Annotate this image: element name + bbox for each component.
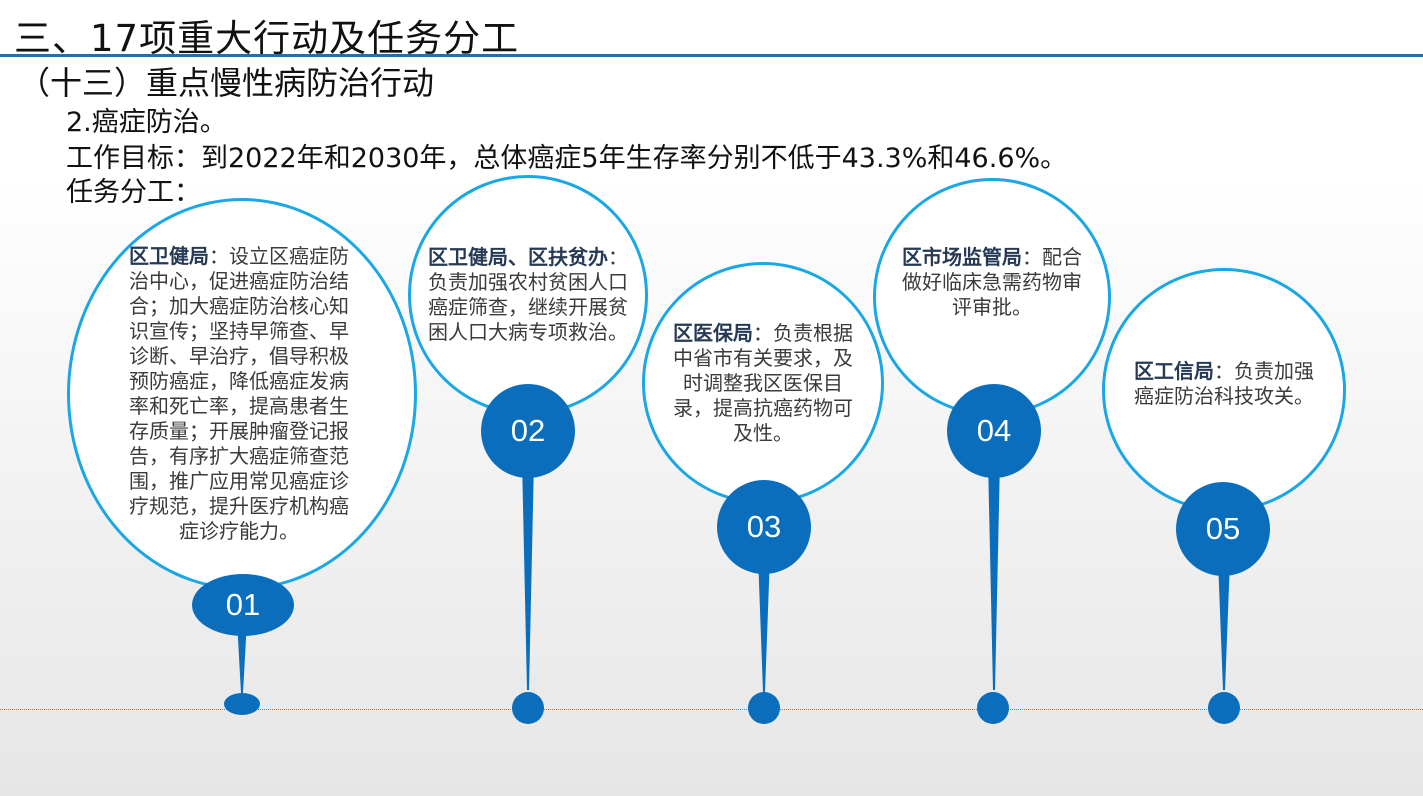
slide-title: 三、17项重大行动及任务分工 (14, 17, 520, 60)
task-division-label: 任务分工： (66, 177, 201, 208)
timeline-dot-03 (748, 692, 780, 724)
task-duty: ：负责加强农村贫困人口癌症筛查，继续开展贫困人口大病专项救治。 (428, 245, 628, 344)
task-bubble-04: 区市场监管局：配合做好临床急需药物审评审批。 (873, 178, 1111, 416)
task-duty: ：负责加强癌症防治科技攻关。 (1134, 359, 1314, 408)
timeline-dotted-line (0, 709, 1423, 710)
pin-stem-03 (758, 555, 770, 692)
work-goal: 工作目标：到2022年和2030年，总体癌症5年生存率分别不低于43.3%和46… (66, 143, 1068, 174)
task-number-badge-03: 03 (717, 480, 811, 574)
timeline-dot-02 (512, 692, 544, 724)
task-text-05: 区工信局：负责加强癌症防治科技攻关。 (1129, 359, 1319, 409)
task-bubble-02: 区卫健局、区扶贫办：负责加强农村贫困人口癌症筛查，继续开展贫困人口大病专项救治。 (408, 175, 648, 415)
pin-stem-04 (988, 460, 1000, 690)
task-agency: 区医保局 (673, 320, 753, 345)
task-duty: ：负责根据中省市有关要求，及时调整我区医保目录，提高抗癌药物可及性。 (673, 320, 853, 445)
section-subtitle: （十三）重点慢性病防治行动 (18, 64, 435, 102)
task-number-badge-05: 05 (1176, 482, 1270, 576)
task-text-03: 区医保局：负责根据中省市有关要求，及时调整我区医保目录，提高抗癌药物可及性。 (667, 321, 859, 446)
pin-stem-02 (522, 460, 534, 690)
task-duty: ：配合做好临床急需药物审评审批。 (902, 244, 1082, 319)
task-bubble-03: 区医保局：负责根据中省市有关要求，及时调整我区医保目录，提高抗癌药物可及性。 (642, 262, 884, 504)
timeline-dot-01 (224, 693, 260, 715)
task-number-badge-04: 04 (947, 384, 1041, 478)
task-text-01: 区卫健局：设立区癌症防治中心，促进癌症防治结合；加大癌症防治核心知识宣传；坚持早… (126, 244, 352, 544)
task-agency: 区工信局 (1134, 359, 1214, 383)
task-agency: 区市场监管局 (902, 244, 1022, 269)
topic-heading: 2.癌症防治。 (66, 107, 227, 138)
pin-stem-01 (237, 620, 247, 693)
pin-stem-05 (1218, 560, 1230, 690)
task-number-badge-02: 02 (481, 384, 575, 478)
task-agency: 区卫健局、区扶贫办 (428, 245, 608, 269)
task-number-badge-01: 01 (192, 574, 294, 636)
timeline-dot-05 (1208, 692, 1240, 724)
task-duty: ：设立区癌症防治中心，促进癌症防治结合；加大癌症防治核心知识宣传；坚持早筛查、早… (129, 244, 349, 543)
task-agency: 区卫健局 (129, 244, 209, 268)
task-text-04: 区市场监管局：配合做好临床急需药物审评审批。 (900, 245, 1084, 320)
task-bubble-01: 区卫健局：设立区癌症防治中心，促进癌症防治结合；加大癌症防治核心知识宣传；坚持早… (67, 198, 417, 590)
task-bubble-05: 区工信局：负责加强癌症防治科技攻关。 (1102, 268, 1346, 512)
title-divider (0, 54, 1423, 57)
task-text-02: 区卫健局、区扶贫办：负责加强农村贫困人口癌症筛查，继续开展贫困人口大病专项救治。 (427, 245, 629, 345)
timeline-dot-04 (977, 692, 1009, 724)
